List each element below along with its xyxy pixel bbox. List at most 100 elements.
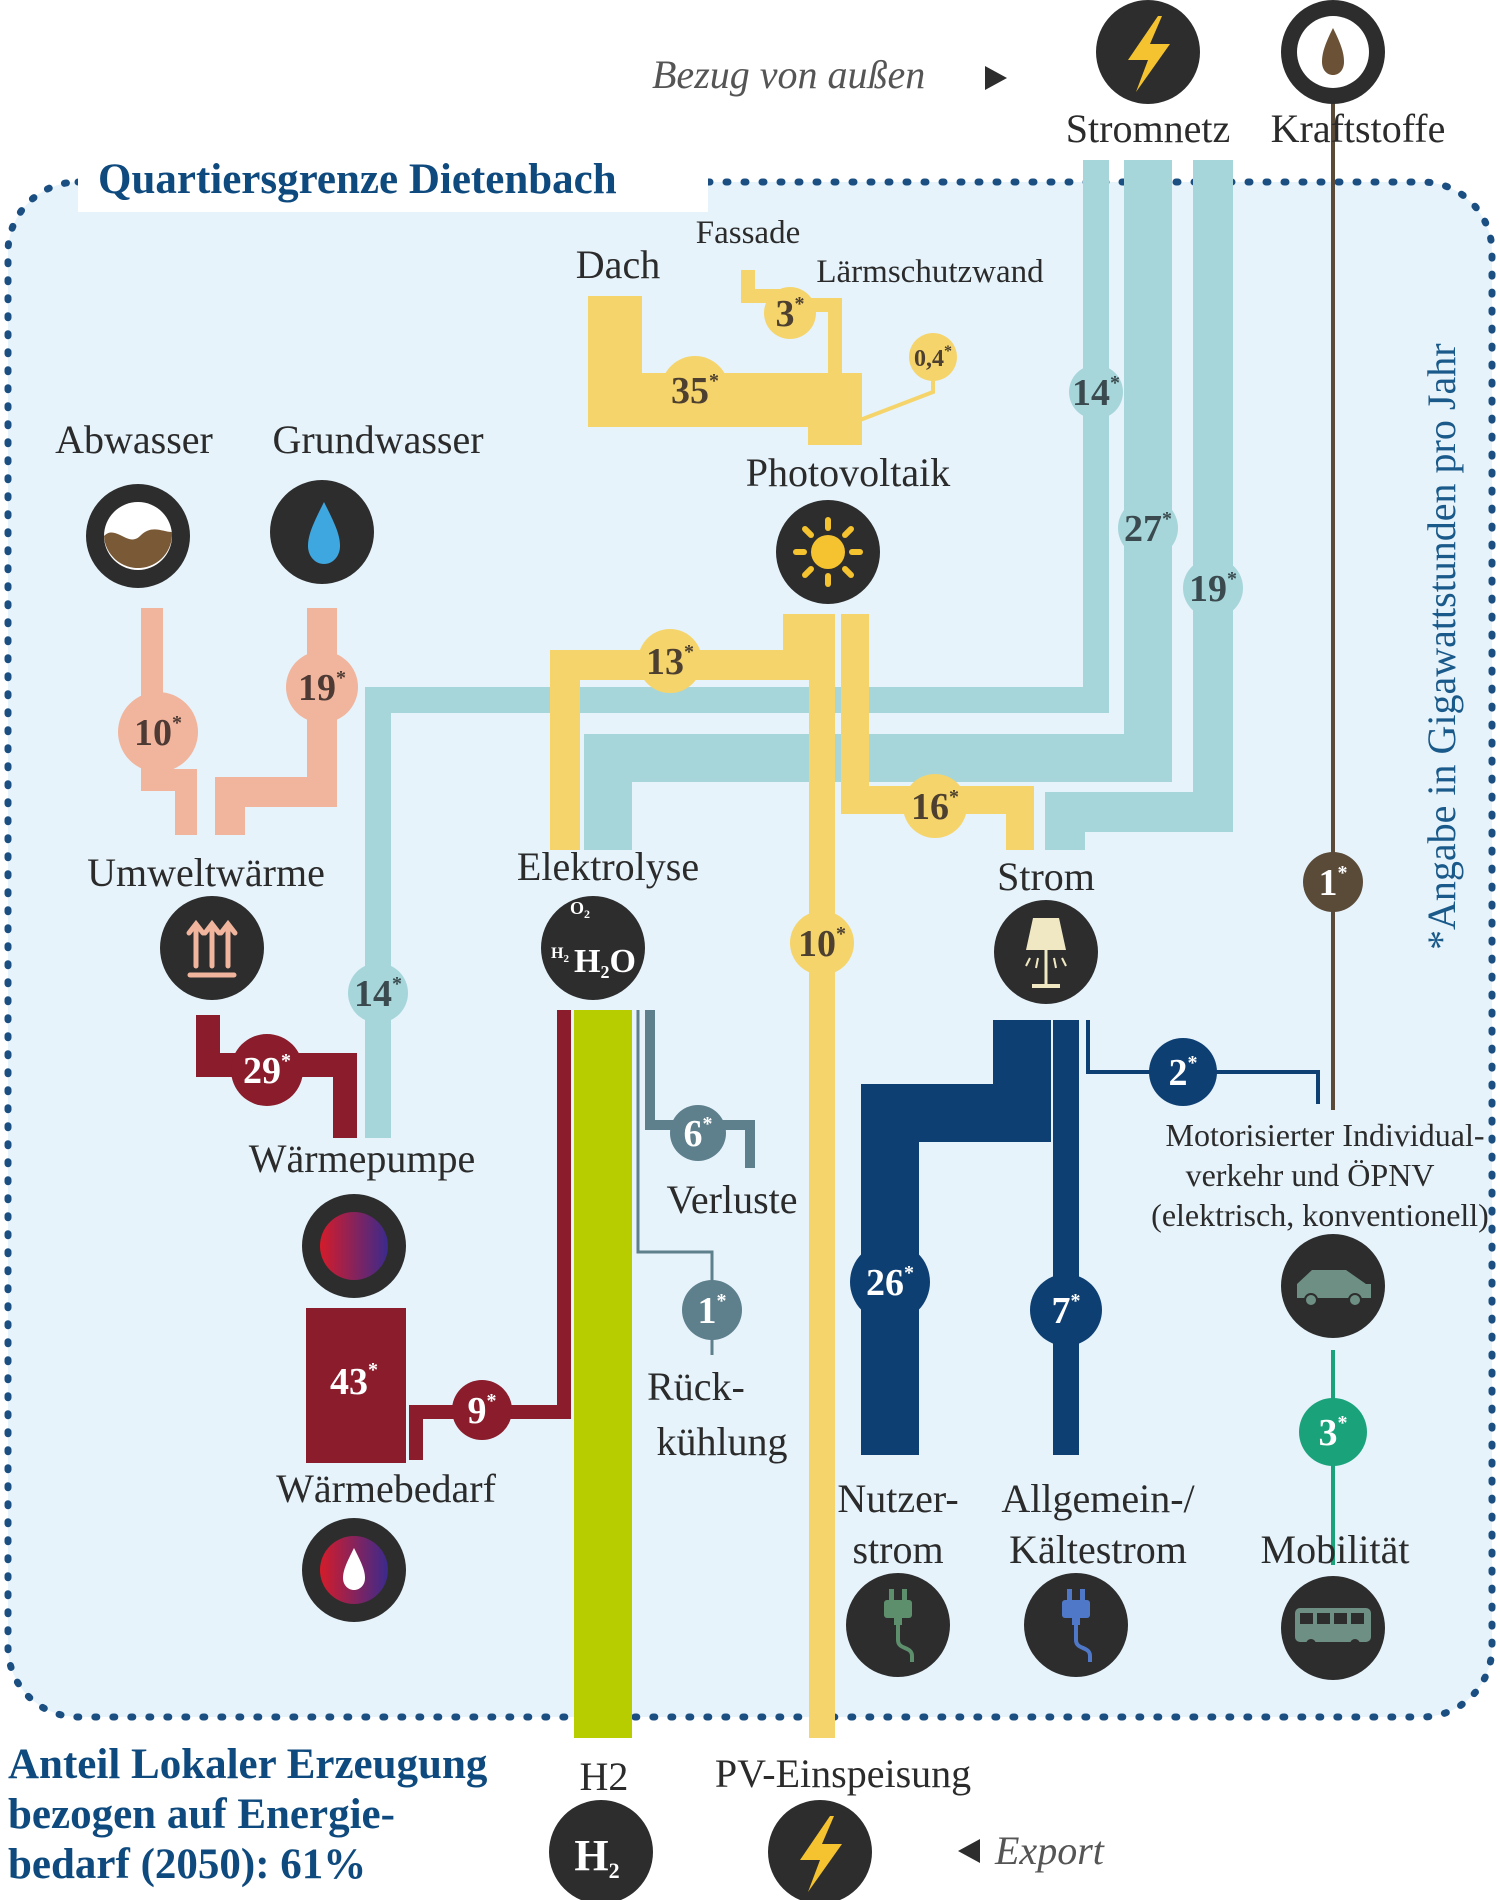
share-line-3: bedarf (2050): 61% [8,1841,366,1888]
badge-laerm-04: 0,4* [909,333,957,381]
nutzerstrom-label-2: strom [852,1527,943,1572]
export-label: Export [994,1828,1105,1873]
grid-flow-27 [584,160,1172,850]
svg-text:13*: 13* [646,641,694,683]
badge-hp-heat-29: 29* [231,1034,303,1106]
grid-power-flows [365,160,1233,1138]
svg-text:10*: 10* [798,923,846,965]
badge-losses-6: 6* [670,1105,726,1161]
export-lightning-icon [768,1800,872,1900]
badge-grid-19: 19* [1183,558,1243,618]
svg-text:3*: 3* [1319,1412,1348,1454]
grid-flow-19 [1045,160,1233,850]
badge-cooling-1: 1* [682,1280,742,1340]
svg-text:26*: 26* [866,1262,914,1304]
badge-general-7: 7* [1030,1274,1102,1346]
dach-label: Dach [576,242,660,287]
waermepumpe-label: Wärmepumpe [249,1136,476,1181]
h2-icon: H2 [549,1800,653,1900]
fuel-drop-icon [1281,0,1385,104]
umweltwaerme-label: Umweltwärme [87,850,325,895]
badge-dach-35: 35* [661,356,729,424]
svg-text:10*: 10* [134,712,182,754]
svg-text:7*: 7* [1052,1290,1081,1332]
svg-text:27*: 27* [1124,508,1172,550]
svg-text:1*: 1* [1319,862,1348,904]
svg-text:9*: 9* [468,1390,497,1432]
grid-flow-14 [365,160,1109,1138]
svg-text:43*: 43* [330,1359,378,1403]
import-arrow-icon [985,66,1007,90]
svg-text:H2: H2 [551,945,569,965]
svg-text:0,4*: 0,4* [914,343,952,372]
badge-grundwasser-19: 19* [286,651,358,723]
heat-pump-icon [302,1194,406,1298]
grundwasser-label: Grundwasser [272,417,483,462]
allgemeinstrom-label-1: Allgemein-/ [1001,1476,1195,1521]
h2o-icon: O2 H2 H2O [541,896,645,1000]
svg-text:14*: 14* [1072,372,1120,414]
badge-h2-heat-9: 9* [452,1380,512,1440]
h2-label: H2 [580,1754,629,1799]
bus-icon [1281,1576,1385,1680]
badge-pv-16: 16* [903,774,967,838]
svg-text:6*: 6* [684,1113,713,1155]
badge-fuel-1: 1* [1303,852,1363,912]
badge-miv-2: 2* [1149,1038,1217,1106]
photovoltaik-label: Photovoltaik [746,450,950,495]
svg-text:2*: 2* [1169,1052,1198,1094]
badge-pv-10: 10* [790,911,854,975]
fassade-label: Fassade [696,215,800,251]
heat-demand-block [306,1308,406,1463]
value-badges: 14* 27* 19* 35* 3* 0,4* 13* 16* 10* 10* … [118,287,1367,1466]
svg-text:14*: 14* [354,973,402,1015]
strom-label: Strom [997,854,1095,899]
share-line-1: Anteil Lokaler Erzeugung [8,1741,488,1788]
export-arrow-icon [958,1839,980,1863]
miv-label-2: verkehr und ÖPNV [1186,1157,1435,1193]
svg-text:H2: H2 [574,1831,619,1883]
svg-text:O2: O2 [570,898,590,921]
rueckkuehlung-label-1: Rück- [647,1364,745,1409]
pv-einspeisung-label: PV-Einspeisung [715,1751,971,1796]
svg-text:19*: 19* [1189,568,1237,610]
boundary-title: Quartiersgrenze Dietenbach [98,156,617,203]
heat-drop-icon [302,1518,406,1622]
stromnetz-label: Stromnetz [1066,106,1230,151]
svg-text:3*: 3* [776,293,805,335]
import-label: Bezug von außen [652,52,925,97]
badge-heat-43: 43* [330,1359,378,1403]
badge-mobility-3: 3* [1299,1398,1367,1466]
rueckkuehlung-label-2: kühlung [656,1419,787,1464]
share-line-2: bezogen auf Energie- [8,1791,395,1838]
svg-text:H2O: H2O [574,943,636,982]
badge-fassade-3: 3* [764,287,816,339]
allgemeinstrom-label-2: Kältestrom [1009,1527,1187,1572]
heat-up-arrows-icon [160,896,264,1000]
mobilitaet-label: Mobilität [1261,1527,1410,1572]
general-plug-icon [1024,1573,1128,1677]
badge-user-26: 26* [850,1242,930,1322]
sun-icon [776,500,880,604]
badge-abwasser-10: 10* [118,692,198,772]
waermebedarf-label: Wärmebedarf [276,1466,497,1511]
miv-label-1: Motorisierter Individual- [1165,1117,1484,1153]
badge-grid-27: 27* [1118,498,1178,558]
svg-text:1*: 1* [698,1290,727,1332]
miv-label-3: (elektrisch, konventionell) [1151,1197,1489,1233]
elektrolyse-label: Elektrolyse [517,844,699,889]
stromnetz-lightning-icon [1096,0,1200,104]
svg-text:19*: 19* [298,667,346,709]
verluste-label: Verluste [666,1177,797,1222]
user-plug-icon [846,1573,950,1677]
wastewater-icon [86,484,190,588]
svg-text:29*: 29* [243,1050,291,1092]
kraftstoffe-label: Kraftstoffe [1271,106,1446,151]
svg-text:35*: 35* [671,370,719,412]
car-icon [1281,1234,1385,1338]
svg-text:16*: 16* [911,786,959,828]
title-mask [78,152,708,212]
abwasser-label: Abwasser [55,417,213,462]
